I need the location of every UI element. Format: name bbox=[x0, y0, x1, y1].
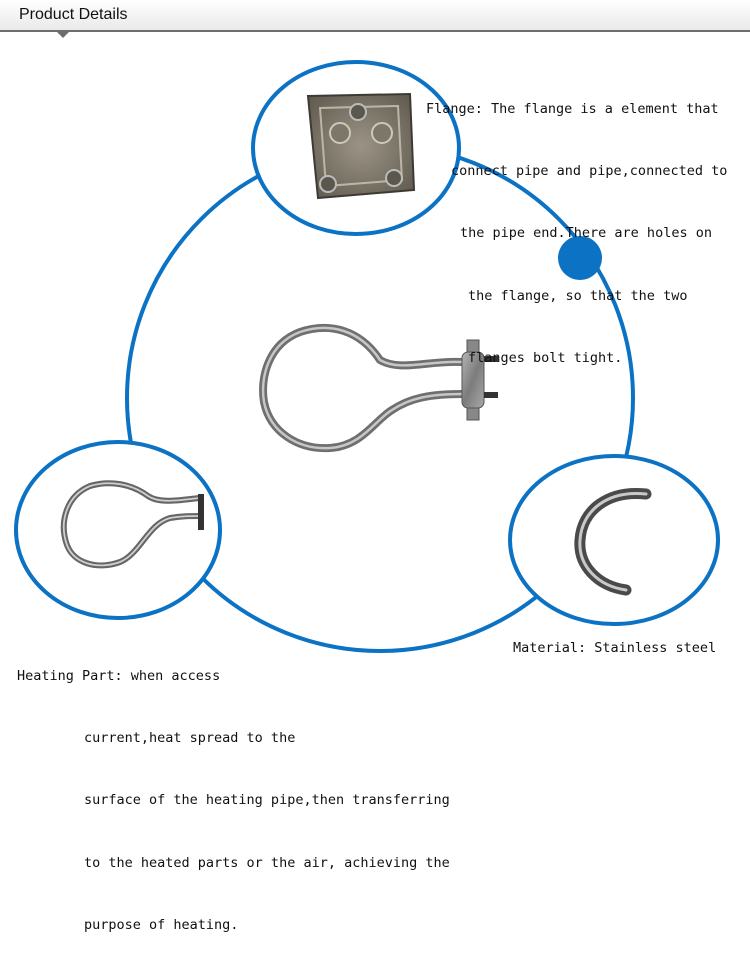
heating-line: to the heated parts or the air, achievin… bbox=[84, 854, 450, 871]
heating-line: Heating Part: when access bbox=[17, 667, 221, 684]
steel-tube-image bbox=[574, 488, 652, 596]
heating-line: purpose of heating. bbox=[84, 917, 239, 934]
flange-line: Flange: The flange is a element that bbox=[426, 100, 719, 117]
heating-description: Heating Part: when access current,heat s… bbox=[17, 624, 450, 957]
heating-loop-image bbox=[60, 480, 204, 569]
heating-callout bbox=[14, 440, 222, 620]
flange-line: connect pipe and pipe,connected to bbox=[451, 162, 728, 179]
header-notch-icon bbox=[56, 31, 70, 38]
flange-callout bbox=[251, 60, 461, 236]
diagram bbox=[14, 60, 720, 653]
material-label: Material: Stainless steel bbox=[513, 640, 717, 656]
page-title: Product Details bbox=[19, 6, 128, 23]
material-callout bbox=[508, 454, 720, 626]
blue-dot-marker bbox=[558, 236, 602, 280]
flange-plate-image bbox=[306, 92, 416, 200]
heating-line: current,heat spread to the bbox=[84, 729, 296, 746]
flange-line: flanges bolt tight. bbox=[468, 350, 623, 367]
flange-line: the flange, so that the two bbox=[468, 287, 688, 304]
header-bar: Product Details bbox=[0, 0, 750, 32]
heating-line: surface of the heating pipe,then transfe… bbox=[84, 792, 450, 809]
heating-element-image bbox=[259, 323, 498, 453]
flange-line: the pipe end.There are holes on bbox=[460, 225, 712, 242]
flange-description: Flange: The flange is a element that con… bbox=[426, 57, 727, 390]
